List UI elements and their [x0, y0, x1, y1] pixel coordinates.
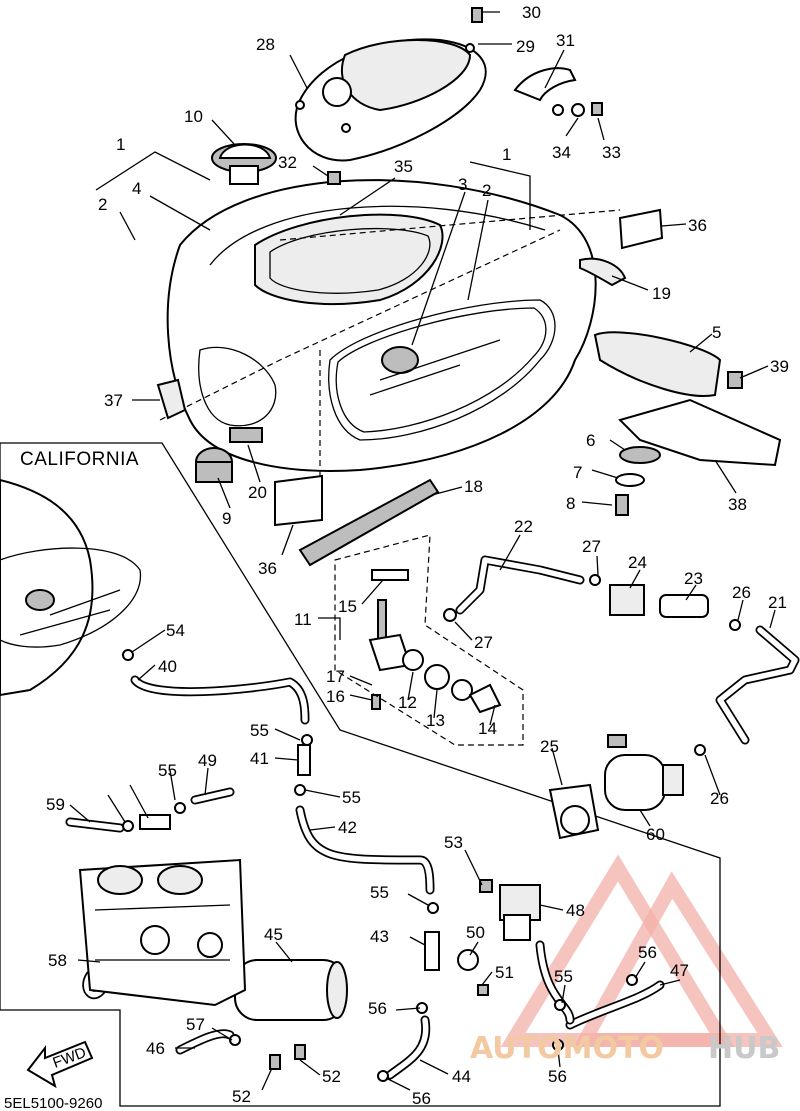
fuel-pump: [548, 734, 684, 840]
callout-56c: 56: [548, 1067, 567, 1086]
callout-27b: 27: [474, 633, 493, 652]
callout-39: 39: [770, 357, 789, 376]
callout-27: 27: [582, 537, 601, 556]
callout-17: 17: [326, 667, 345, 686]
callout-42: 42: [338, 818, 357, 837]
callout-52b: 52: [322, 1067, 341, 1086]
fuel-cock-assembly: [298, 478, 524, 746]
callout-58: 58: [48, 951, 67, 970]
document-code: 5EL5100-9260: [4, 1095, 102, 1111]
callout-6: 6: [586, 431, 595, 450]
callout-37: 37: [104, 391, 123, 410]
callout-51: 51: [495, 963, 514, 982]
callout-57: 57: [186, 1015, 205, 1034]
california-label: CALIFORNIA: [20, 449, 139, 470]
callout-13: 13: [426, 711, 445, 730]
callout-26b: 26: [710, 789, 729, 808]
top-bracket-hardware: [465, 7, 603, 117]
callout-44: 44: [452, 1067, 471, 1086]
callout-22: 22: [514, 517, 533, 536]
callout-55: 55: [250, 721, 269, 740]
callout-9: 9: [222, 509, 231, 528]
rear-bracket-assembly: [274, 208, 782, 527]
callout-45: 45: [264, 925, 283, 944]
callout-53: 53: [444, 833, 463, 852]
callout-21: 21: [768, 593, 787, 612]
callout-4: 4: [132, 179, 141, 198]
callout-34: 34: [552, 143, 571, 162]
callout-1: 1: [116, 135, 125, 154]
callout-10: 10: [184, 107, 203, 126]
california-evap-hoses: [65, 649, 665, 1082]
callout-36: 36: [688, 216, 707, 235]
callout-15: 15: [338, 597, 357, 616]
carburetor-assembly: [78, 858, 247, 1007]
callout-54: 54: [166, 621, 185, 640]
callout-56: 56: [638, 943, 657, 962]
callout-5: 5: [712, 323, 721, 342]
callout-29: 29: [516, 37, 535, 56]
watermark-logo: [500, 854, 783, 1047]
callout-2: 2: [98, 195, 107, 214]
callout-55e: 55: [554, 967, 573, 986]
fuel-hoses-right: [443, 555, 800, 756]
callout-60: 60: [646, 825, 665, 844]
callout-36b: 36: [258, 559, 277, 578]
callout-26: 26: [732, 583, 751, 602]
callout-38: 38: [728, 495, 747, 514]
fuel-cap: [211, 143, 341, 185]
callout-18: 18: [464, 477, 483, 496]
callout-labels: 30 29 28 31 10 1 32 35 34 33 4 2 3 2 1 3…: [46, 3, 789, 1108]
left-small-parts: [156, 378, 263, 483]
callout-32: 32: [278, 153, 297, 172]
california-region-outline: [0, 442, 721, 1107]
callout-48: 48: [566, 901, 585, 920]
leader-lines: [69, 11, 776, 1091]
callout-55d: 55: [370, 883, 389, 902]
callout-24: 24: [628, 553, 647, 572]
callout-12: 12: [398, 693, 417, 712]
svg-text:HUB: HUB: [708, 1031, 780, 1066]
callout-2b: 2: [482, 181, 491, 200]
callout-7: 7: [573, 463, 582, 482]
callout-31: 31: [556, 31, 575, 50]
fuel-tank: [159, 179, 621, 520]
callout-25: 25: [540, 737, 559, 756]
callout-49: 49: [198, 751, 217, 770]
callout-56b: 56: [368, 999, 387, 1018]
callout-55c: 55: [342, 788, 361, 807]
callout-20: 20: [248, 483, 267, 502]
callout-14: 14: [478, 719, 497, 738]
callout-50: 50: [466, 923, 485, 942]
tank-top-cover: [294, 38, 487, 162]
callout-16: 16: [326, 687, 345, 706]
callout-19: 19: [652, 284, 671, 303]
callout-55b: 55: [158, 761, 177, 780]
california-tank-detail: [0, 478, 142, 697]
callout-52: 52: [232, 1087, 251, 1106]
callout-30: 30: [522, 3, 541, 22]
callout-40: 40: [158, 657, 177, 676]
forward-arrow: FWD: [26, 1040, 94, 1089]
callout-33: 33: [602, 143, 621, 162]
callout-43: 43: [370, 927, 389, 946]
watermark-text: AUTOMOTO HUB: [470, 1031, 780, 1066]
callout-46: 46: [146, 1039, 165, 1058]
callout-1b: 1: [502, 145, 511, 164]
callout-59: 59: [46, 795, 65, 814]
svg-text:AUTOMOTO: AUTOMOTO: [470, 1031, 664, 1066]
callout-56d: 56: [412, 1089, 431, 1108]
callout-8: 8: [566, 494, 575, 513]
callout-35: 35: [394, 157, 413, 176]
callout-41: 41: [250, 749, 269, 768]
callout-47: 47: [670, 961, 689, 980]
callout-23: 23: [684, 569, 703, 588]
callout-3: 3: [458, 175, 467, 194]
callout-11: 11: [294, 610, 312, 629]
callout-28: 28: [256, 35, 275, 54]
